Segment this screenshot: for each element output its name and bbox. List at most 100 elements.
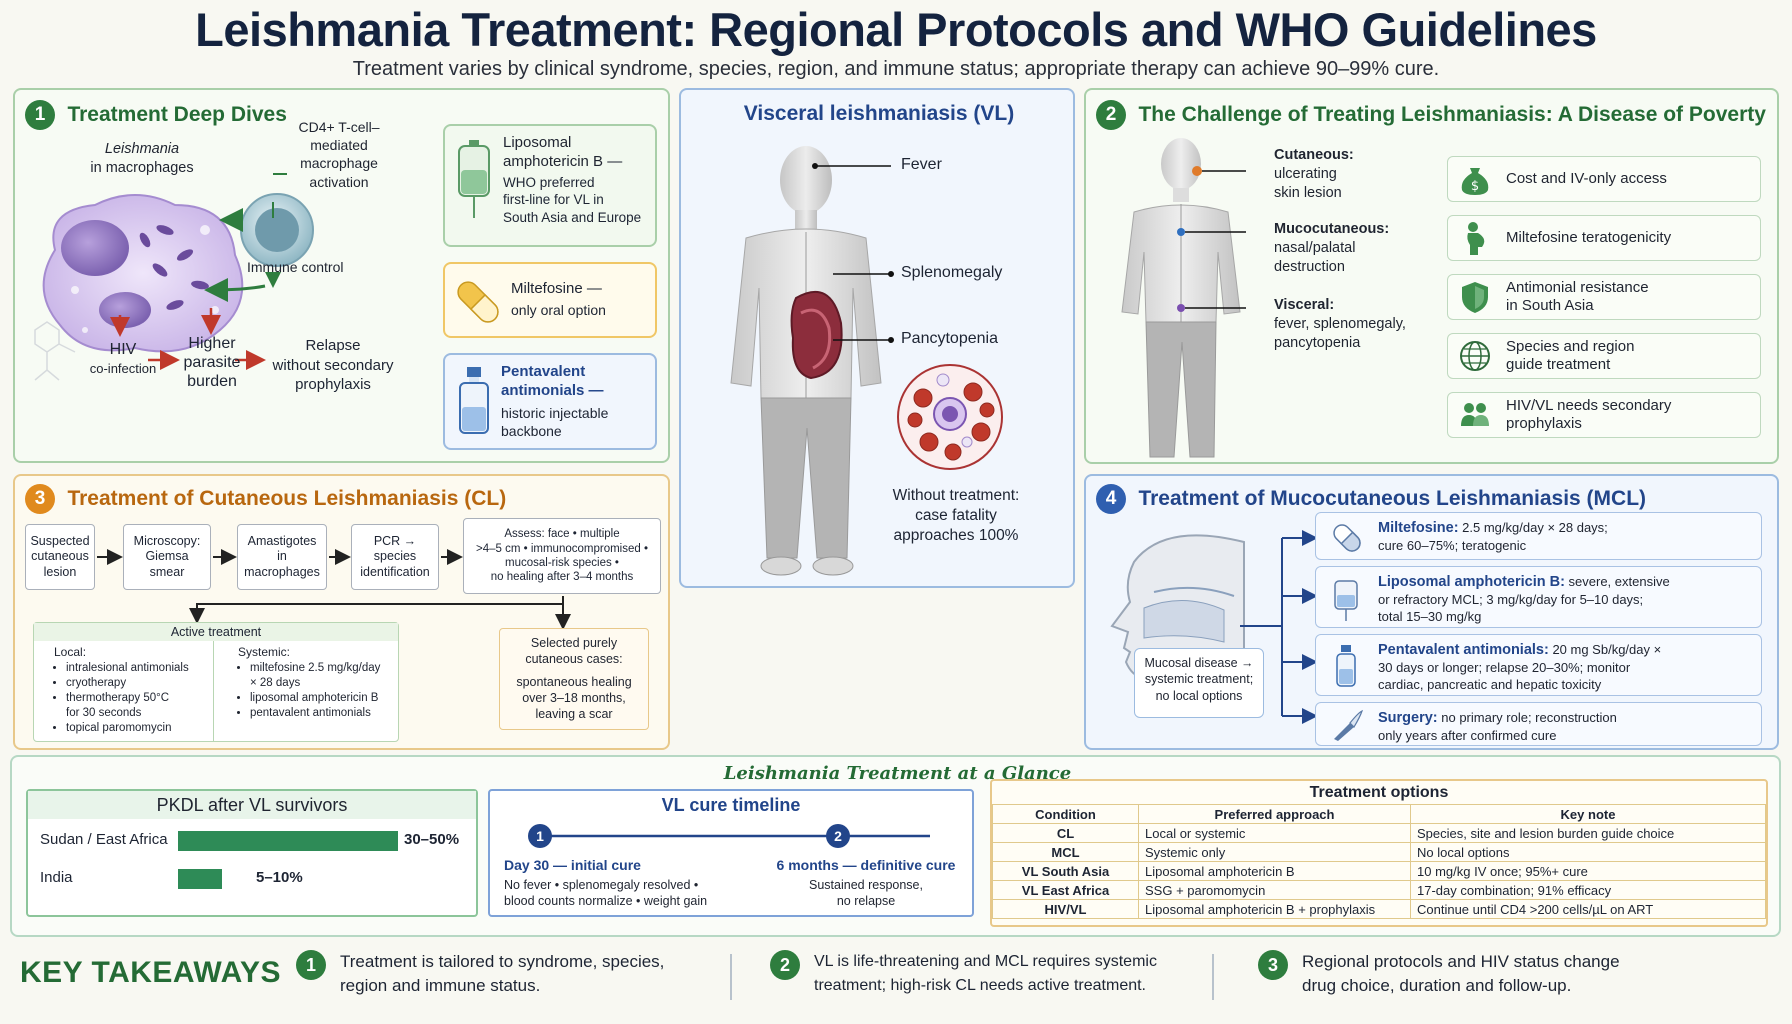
pkdl-track xyxy=(178,831,398,851)
mcl-item-label: Liposomal amphotericin B: severe, extens… xyxy=(1378,573,1753,626)
deep-dives-panel: 1 Treatment Deep Dives Leishmania in mac… xyxy=(13,88,670,463)
macrophage-label: in macrophages xyxy=(90,159,194,176)
treatment-options-title: Treatment options xyxy=(1309,784,1449,801)
iv-bag-icon xyxy=(1334,580,1358,621)
table-cell: MCL xyxy=(992,842,1139,862)
cl-flow-assess: Assess: face • multiple >4–5 cm • immuno… xyxy=(463,518,661,594)
challenge-item-resistance: Antimonial resistance in South Asia xyxy=(1447,274,1761,320)
miltefosine-card: Miltefosine — only oral option xyxy=(443,262,657,338)
mucosal-disease-box: Mucosal disease → systemic treatment; no… xyxy=(1134,648,1264,718)
tcell-label: CD4+ T-cell– mediated macrophage activat… xyxy=(298,119,380,190)
challenge-item-label: Cost and IV-only access xyxy=(1506,170,1667,187)
svg-text:2: 2 xyxy=(834,828,842,844)
table-cell: VL East Africa xyxy=(992,880,1139,900)
visceral-head: Visceral: xyxy=(1274,297,1335,313)
pkdl-title: PKDL after VL survivors xyxy=(28,791,476,819)
takeaway-text: Regional protocols and HIV status change… xyxy=(1302,952,1620,995)
mcl-item-name: Pentavalent antimonials: xyxy=(1378,642,1549,658)
active-treatment-box: Active treatment Local: intralesional an… xyxy=(33,622,399,742)
pkdl-bar xyxy=(178,869,222,889)
cl-flow-arrows xyxy=(97,549,571,630)
selected-desc: spontaneous healing over 3–18 months, le… xyxy=(516,674,632,722)
challenge-item-label: Miltefosine teratogenicity xyxy=(1506,229,1672,246)
takeaway-number: 2 xyxy=(770,950,800,980)
cl-flow-step: PCR → species identification xyxy=(351,524,439,590)
challenge-leader-lines xyxy=(1177,166,1246,312)
local-title: Local: xyxy=(54,645,87,659)
vl-panel: Visceral leishmaniasis (VL) Fever Spleno… xyxy=(679,88,1075,588)
iv-bag-icon xyxy=(458,140,490,218)
blood-smear-illustration xyxy=(897,364,1003,470)
capsule-icon xyxy=(1333,524,1361,552)
hiv-label: HIV xyxy=(109,341,137,358)
liposomal-name: Liposomal amphotericin B — xyxy=(503,134,623,170)
takeaways-title: KEY TAKEAWAYS xyxy=(20,956,282,989)
mcl-item-label: Pentavalent antimonials: 20 mg Sb/kg/day… xyxy=(1378,641,1753,694)
table-cell: SSG + paromomycin xyxy=(1138,880,1411,900)
liposomal-amphotericin-card: Liposomal amphotericin B — WHO preferred… xyxy=(443,124,657,247)
coinfection-label: co-infection xyxy=(89,360,157,376)
cl-panel: 3 Treatment of Cutaneous Leishmaniasis (… xyxy=(13,474,670,750)
mcl-item-text: severe, extensive or refractory MCL; 3 m… xyxy=(1378,574,1670,624)
miltefosine-desc: only oral option xyxy=(511,302,606,318)
local-item: cryotherapy xyxy=(66,676,216,691)
splenomegaly-label: Splenomegaly xyxy=(901,264,1003,281)
section-number: 4 xyxy=(1096,484,1126,514)
money-bag-icon: $ xyxy=(1458,162,1492,196)
pkdl-value: 30–50% xyxy=(404,831,460,848)
pkdl-value: 5–10% xyxy=(256,869,303,886)
liposomal-desc: WHO preferred first-line for VL in South… xyxy=(503,175,642,225)
pancytopenia-label: Pancytopenia xyxy=(901,330,998,347)
mcl-item-surgery: Surgery: no primary role; reconstruction… xyxy=(1315,702,1762,746)
takeaway-divider xyxy=(730,954,732,1000)
active-treatment-title: Active treatment xyxy=(34,623,398,641)
challenge-item-species: Species and region guide treatment xyxy=(1447,333,1761,379)
selected-title: Selected purely cutaneous cases: xyxy=(525,636,623,667)
page-subtitle: Treatment varies by clinical syndrome, s… xyxy=(352,58,1440,80)
pkdl-card: PKDL after VL survivors Sudan / East Afr… xyxy=(26,789,478,917)
deep-dives-title: Treatment Deep Dives xyxy=(67,103,287,126)
takeaway-text: VL is life-threatening and MCL requires … xyxy=(814,953,1157,994)
mcl-item-label: Surgery: no primary role; reconstruction… xyxy=(1378,709,1753,745)
vial-icon xyxy=(1336,645,1356,687)
table-cell: Species, site and lesion burden guide ch… xyxy=(1410,823,1766,843)
visceral-text: fever, splenomegaly, pancytopenia xyxy=(1274,315,1406,351)
section-number: 1 xyxy=(25,100,55,130)
globe-icon xyxy=(1458,339,1492,373)
table-cell: No local options xyxy=(1410,842,1766,862)
table-cell: 17-day combination; 91% efficacy xyxy=(1410,880,1766,900)
table-header: Condition xyxy=(992,804,1139,824)
section-number: 2 xyxy=(1096,100,1126,130)
challenge-cutaneous: Cutaneous:ulcerating skin lesion xyxy=(1274,146,1354,203)
shield-icon xyxy=(1458,280,1492,314)
local-item: thermotherapy 50°C for 30 seconds xyxy=(66,691,216,721)
parasite-burden-label: Higher parasite burden xyxy=(183,335,241,391)
takeaway-divider xyxy=(1212,954,1214,1000)
challenge-item-label: Antimonial resistance in South Asia xyxy=(1506,279,1649,314)
takeaway-item: 2 VL is life-threatening and MCL require… xyxy=(770,950,1157,998)
pentavalent-desc: historic injectable backbone xyxy=(501,405,609,439)
timeline-line: 1 2 xyxy=(528,824,930,848)
fever-label: Fever xyxy=(901,156,942,173)
timeline-step-head: 6 months — definitive cure xyxy=(776,857,956,873)
mcl-item-liposomal: Liposomal amphotericin B: severe, extens… xyxy=(1315,566,1762,628)
treatment-options-table: Condition Preferred approach Key note CL… xyxy=(992,804,1766,919)
vl-body-figure xyxy=(730,146,882,576)
local-column: Local: intralesional antimonials cryothe… xyxy=(34,641,214,741)
cutaneous-head: Cutaneous: xyxy=(1274,147,1354,163)
mcl-title: Treatment of Mucocutaneous Leishmaniasis… xyxy=(1138,487,1647,510)
takeaway-item: 3 Regional protocols and HIV status chan… xyxy=(1258,950,1620,998)
table-cell: HIV/VL xyxy=(992,899,1139,919)
glance-panel: Leishmania Treatment at a Glance PKDL af… xyxy=(10,755,1781,937)
relapse-label: Relapse without secondary prophylaxis xyxy=(272,337,394,393)
challenge-item-label: HIV/VL needs secondary prophylaxis xyxy=(1506,397,1672,432)
systemic-title: Systemic: xyxy=(238,645,291,659)
table-header: Key note xyxy=(1410,804,1766,824)
cl-title: Treatment of Cutaneous Leishmaniasis (CL… xyxy=(67,487,507,510)
leishmania-label: Leishmania xyxy=(104,141,180,157)
glance-title: Leishmania Treatment at a Glance xyxy=(723,763,1072,784)
deep-dive-arrows xyxy=(34,173,287,381)
svg-text:$: $ xyxy=(1471,179,1479,194)
people-icon xyxy=(1458,398,1492,432)
